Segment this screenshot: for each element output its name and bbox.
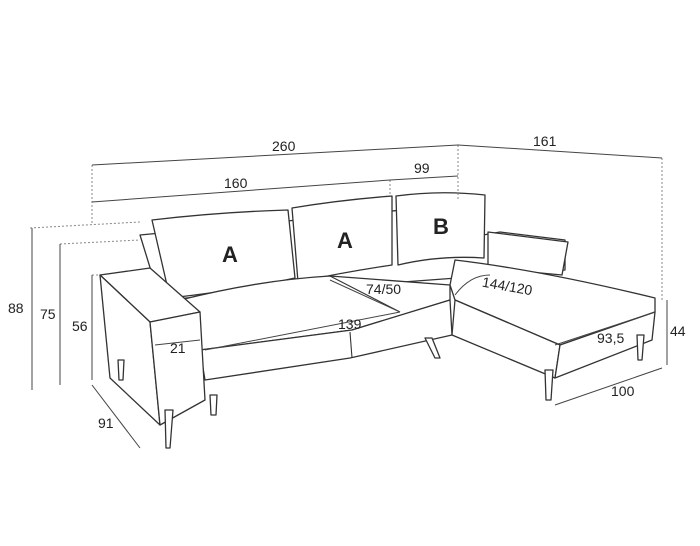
dim-160: 160 (224, 175, 248, 191)
dim-91: 91 (98, 415, 114, 431)
dim-139: 139 (338, 316, 362, 332)
dim-74-50: 74/50 (366, 281, 402, 297)
dim-75: 75 (40, 306, 56, 322)
dim-260: 260 (272, 138, 296, 154)
cushion-b (395, 192, 486, 266)
dim-100: 100 (611, 383, 635, 399)
dim-161: 161 (533, 133, 557, 149)
chaise-back (487, 231, 569, 276)
dim-93-5: 93,5 (597, 330, 625, 346)
dim-44: 44 (670, 323, 686, 339)
dim-21: 21 (170, 340, 186, 356)
cushion-label-a1: A (222, 242, 238, 267)
chaise-seat (449, 259, 656, 346)
dim-88: 88 (8, 300, 24, 316)
dimension-lines (31, 144, 668, 449)
dim-99: 99 (414, 160, 430, 176)
leg (164, 409, 174, 449)
cushion-label-b: B (433, 214, 449, 239)
dim-56: 56 (72, 318, 88, 334)
cushion-label-a2: A (337, 228, 353, 253)
